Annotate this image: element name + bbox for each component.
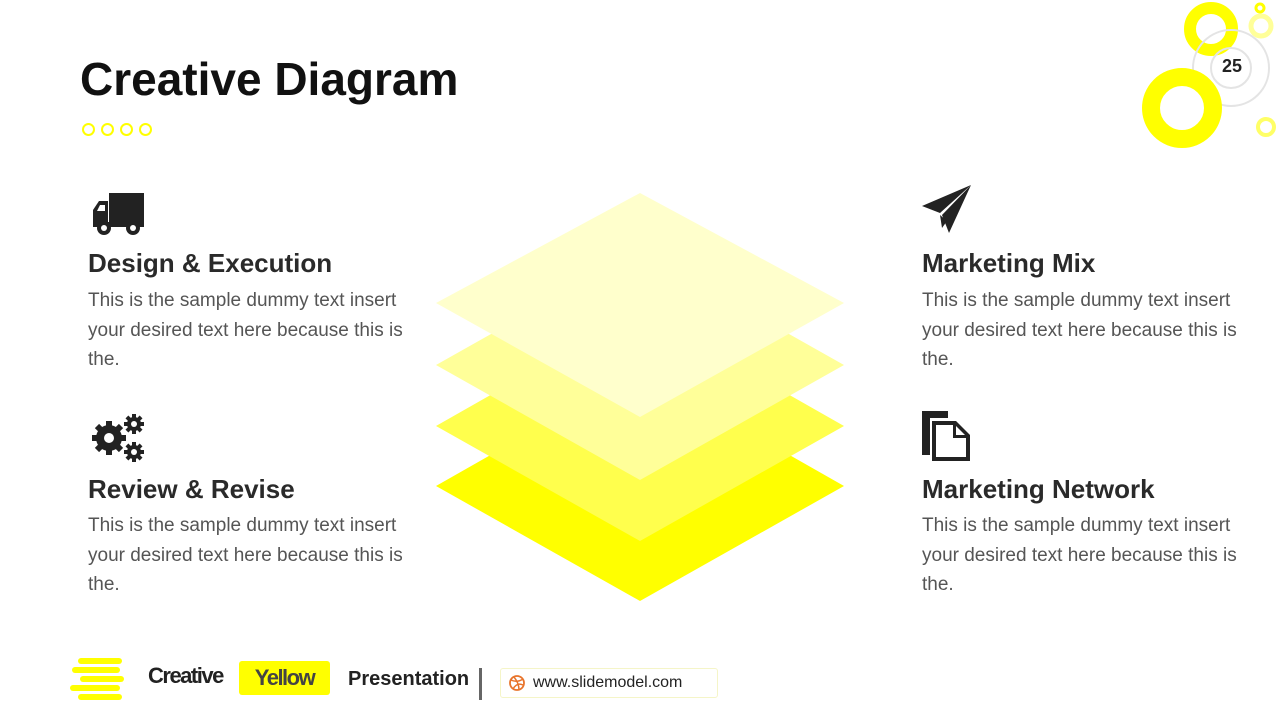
presentation-label: Presentation bbox=[348, 668, 470, 690]
paper-plane-icon bbox=[922, 185, 971, 233]
item-heading-design: Design & Execution bbox=[88, 248, 333, 278]
brand-creative: Creative bbox=[148, 663, 224, 688]
item-text-design: This is the sample dummy text insert you… bbox=[88, 290, 403, 370]
item-text-network: This is the sample dummy text insert you… bbox=[922, 515, 1237, 595]
yellow-bars-logo bbox=[70, 658, 124, 700]
dot-decoration bbox=[139, 123, 152, 136]
brand-yellow-badge: Yellow bbox=[239, 661, 330, 695]
page-number: 25 bbox=[1221, 56, 1243, 76]
item-heading-review: Review & Revise bbox=[88, 474, 295, 504]
page-title: Creative Diagram bbox=[80, 53, 459, 105]
truck-icon bbox=[93, 193, 144, 235]
dot-decoration bbox=[82, 123, 95, 136]
layer-1 bbox=[436, 193, 844, 417]
layered-diamond-diagram bbox=[436, 193, 844, 601]
dribbble-icon bbox=[509, 675, 525, 691]
dot-decoration bbox=[120, 123, 133, 136]
dot-decoration bbox=[101, 123, 114, 136]
footer-url-link[interactable]: www.slidemodel.com bbox=[533, 674, 683, 691]
item-text-review: This is the sample dummy text insert you… bbox=[88, 515, 403, 595]
documents-icon bbox=[922, 411, 970, 461]
gears-icon bbox=[92, 414, 144, 462]
item-text-mix: This is the sample dummy text insert you… bbox=[922, 290, 1237, 370]
url-box bbox=[500, 668, 718, 698]
item-heading-network: Marketing Network bbox=[922, 474, 1155, 504]
circles-decoration bbox=[1142, 2, 1276, 148]
item-heading-mix: Marketing Mix bbox=[922, 248, 1096, 278]
footer-divider bbox=[479, 668, 482, 700]
title-dots-decoration bbox=[82, 123, 152, 136]
